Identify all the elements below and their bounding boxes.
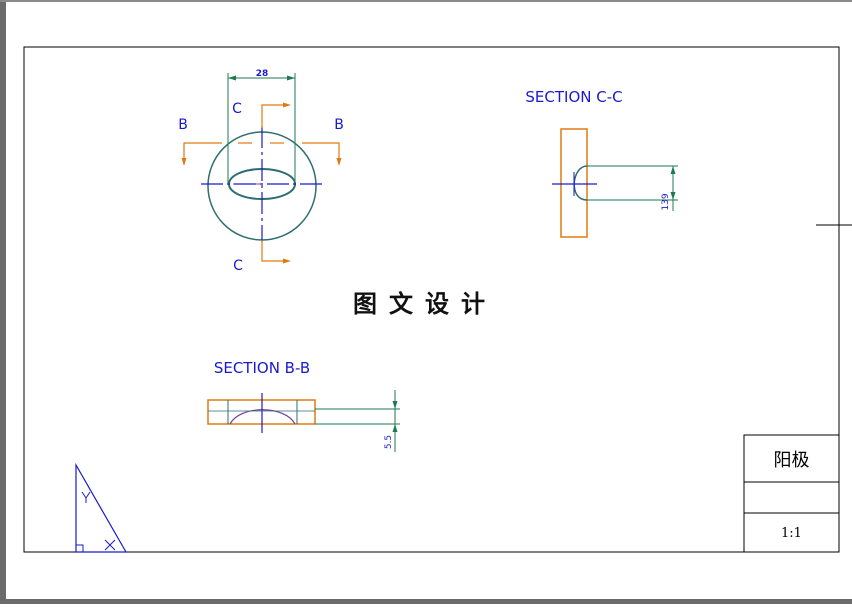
watermark-text: 图文设计 — [353, 289, 497, 318]
section-c-title: SECTION C-C — [525, 88, 622, 106]
cut-c-bottom-arrow — [283, 258, 291, 264]
viewer-top-margin — [0, 0, 852, 2]
cut-c-top-arrow — [283, 102, 291, 108]
dim-arrow-left — [228, 75, 236, 81]
section-b-view: SECTION B-B 5.5 — [207, 359, 400, 452]
dim-b-arrow-top — [392, 401, 398, 409]
title-block — [743, 434, 840, 553]
section-c-view: SECTION C-C 139 — [525, 88, 678, 238]
dim-c-arrow-top — [670, 166, 676, 174]
cut-c-bottom — [261, 240, 285, 262]
section-c-profile — [573, 165, 588, 201]
ucs-triangle — [75, 462, 128, 553]
scale-value: 1:1 — [781, 525, 802, 541]
ucs-icon — [75, 462, 128, 553]
ucs-square — [75, 544, 84, 553]
label-c-bottom: C — [233, 258, 243, 274]
viewer-bottom-margin — [0, 599, 852, 604]
label-b-left: B — [178, 117, 188, 133]
cut-b-right — [302, 142, 340, 160]
label-c-top: C — [232, 101, 242, 117]
dim-c-arrow-bottom — [670, 192, 676, 200]
section-b-title: SECTION B-B — [214, 359, 310, 377]
dim-28-text: 28 — [256, 69, 269, 79]
title-block-border — [743, 434, 840, 553]
cut-b-left — [183, 142, 222, 160]
part-name: 阳极 — [773, 450, 810, 471]
section-c-body — [560, 128, 588, 238]
cut-b-left-arrow — [181, 158, 187, 166]
label-b-right: B — [334, 117, 344, 133]
cut-b-right-arrow — [336, 158, 342, 166]
dim-arrow-right — [287, 75, 295, 81]
drawing-frame — [23, 46, 840, 553]
dim-b-text: 5.5 — [384, 435, 394, 449]
dim-c-text: 139 — [661, 193, 671, 210]
ucs-x-mark — [104, 539, 116, 551]
viewer-left-margin — [0, 0, 6, 604]
cut-c-top — [261, 104, 285, 128]
dim-b-arrow-bottom — [392, 424, 398, 432]
top-view: 28 B B C C — [178, 69, 344, 274]
ucs-y-mark — [81, 491, 91, 503]
